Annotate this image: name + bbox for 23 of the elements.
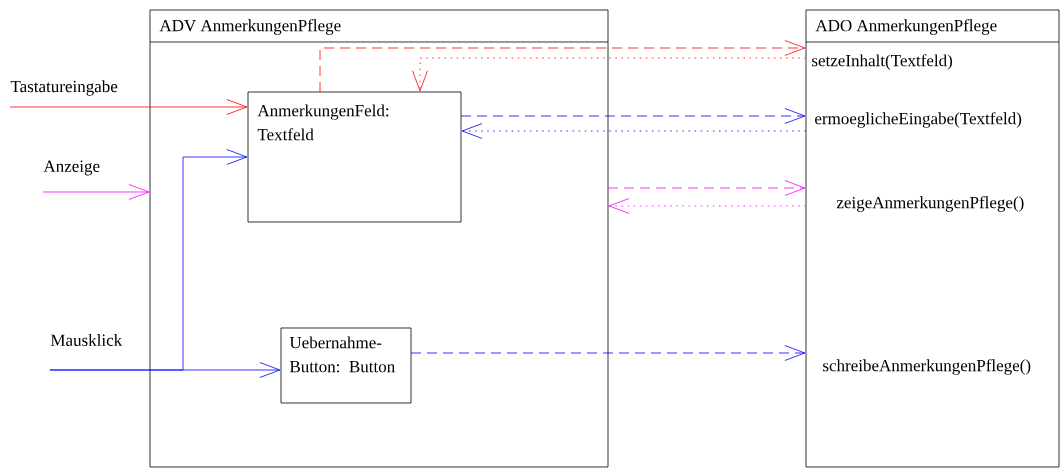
class-title: ADV AnmerkungenPflege — [159, 19, 341, 35]
arrow — [461, 123, 807, 139]
method-label: schreibeAnmerkungenPflege() — [823, 359, 1031, 375]
arrow — [460, 108, 806, 124]
arrow — [608, 198, 807, 214]
component-box: AnmerkungenFeld: Textfeld — [247, 91, 462, 223]
edge-label: Anzeige — [43, 160, 100, 176]
arrow — [410, 345, 806, 361]
class-box — [805, 9, 1060, 468]
class-title: ADO AnmerkungenPflege — [815, 19, 997, 35]
arrow — [319, 40, 806, 93]
arrow — [42, 184, 150, 200]
class-box — [149, 9, 609, 468]
edge-label: Mausklick — [50, 334, 123, 346]
method-label: zeigeAnmerkungenPflege() — [836, 196, 1024, 212]
edge-label: Tastatureingabe — [10, 80, 118, 96]
arrow — [9, 99, 248, 115]
arrow — [49, 362, 281, 378]
component-box: Uebernahme-Button: Button — [280, 327, 412, 404]
method-label: ermoeglicheEingabe(Textfeld) — [815, 112, 1022, 128]
arrow — [412, 57, 807, 92]
arrow — [607, 180, 806, 196]
method-label: setzeInhalt(Textfeld) — [812, 54, 953, 70]
